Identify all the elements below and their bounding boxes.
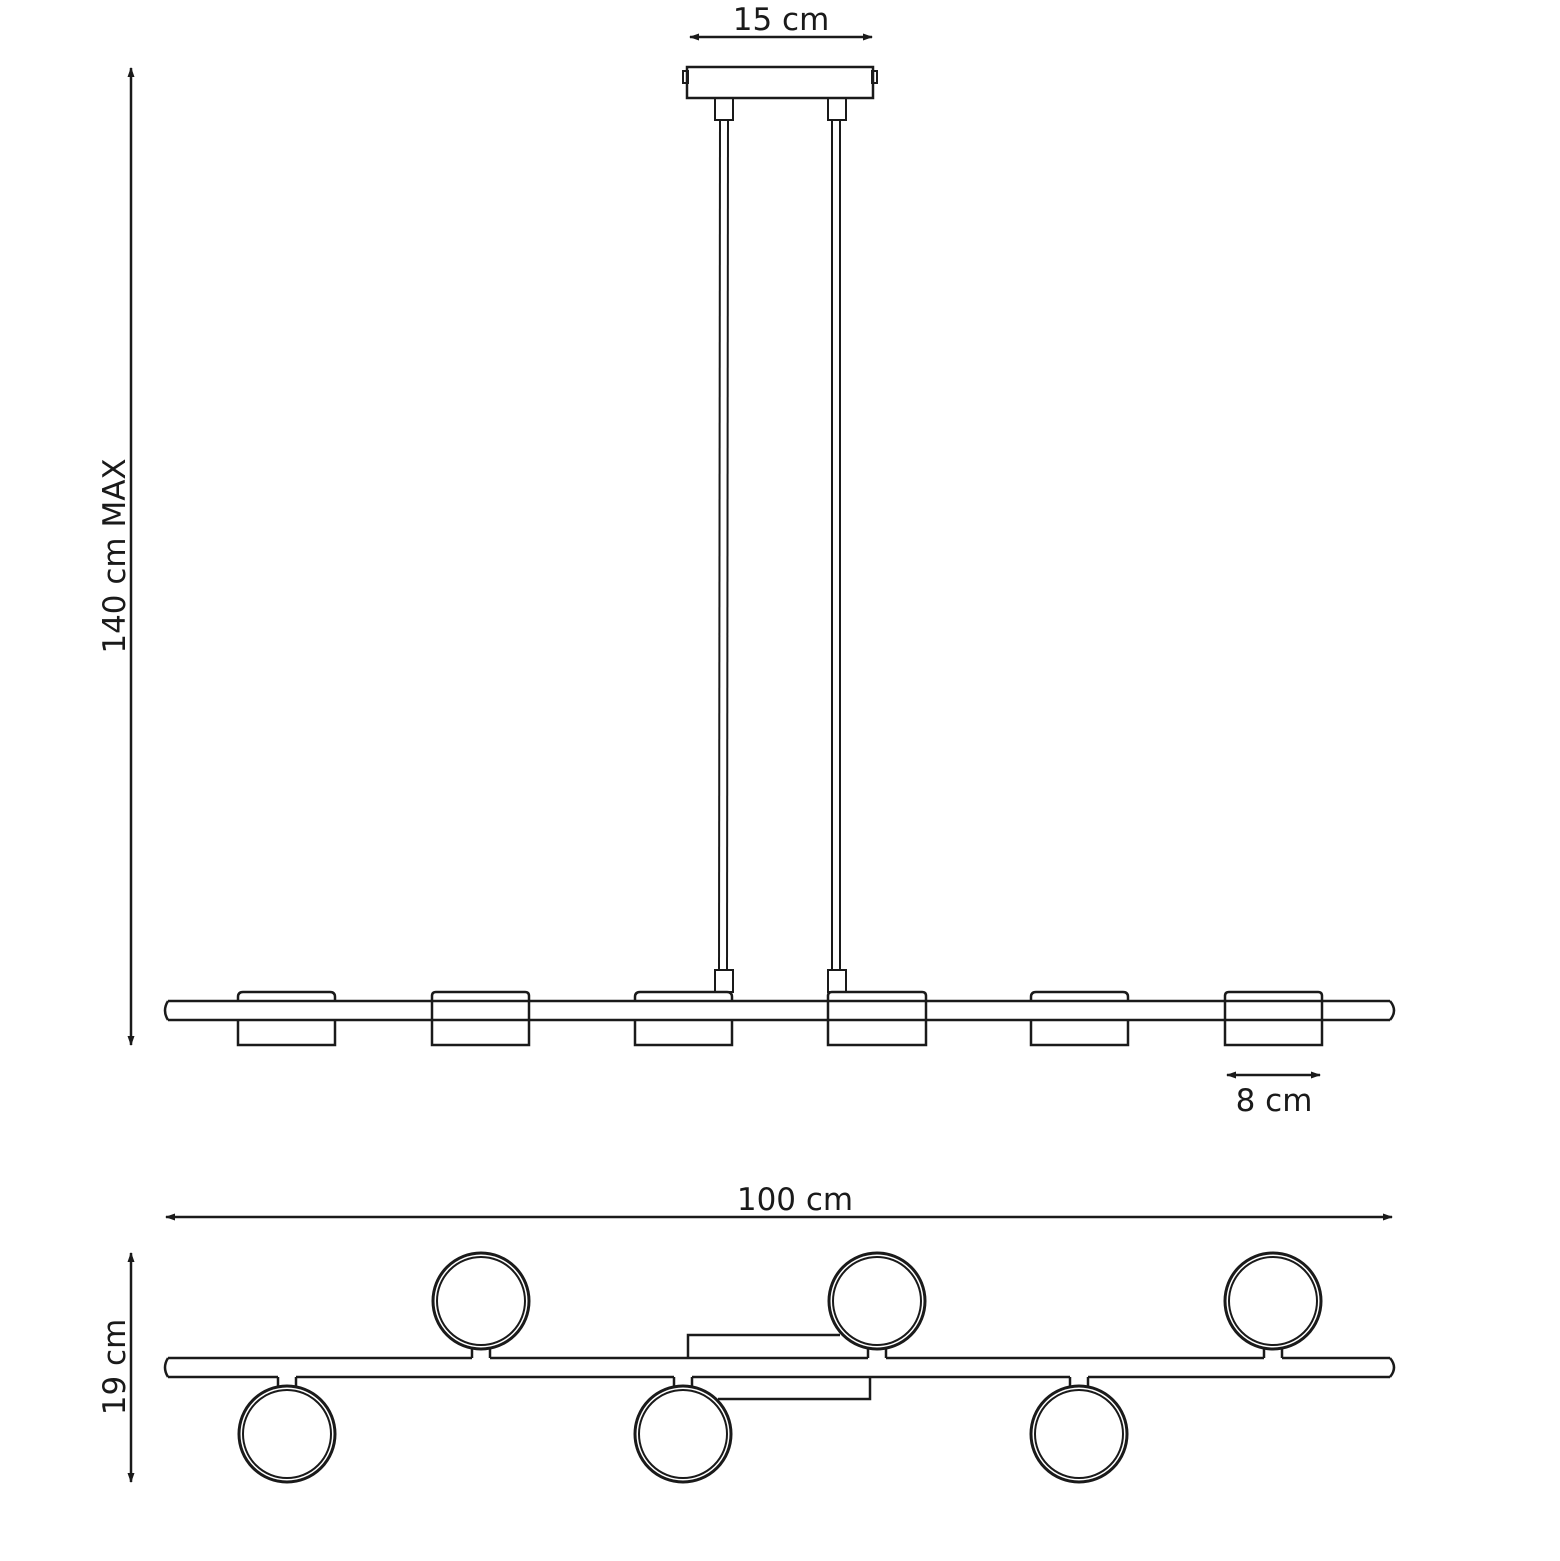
light-heads-front xyxy=(236,990,1324,1047)
depth-label: 19 cm xyxy=(97,1319,133,1416)
dimension-total-length: 100 cm xyxy=(165,1182,1393,1221)
canopy-width-label: 15 cm xyxy=(733,2,830,38)
total-length-label: 100 cm xyxy=(737,1182,853,1218)
light-head xyxy=(633,990,734,1047)
top-lamp-bar xyxy=(163,1356,1396,1379)
top-canopy-outline xyxy=(686,1333,840,1358)
light-head xyxy=(236,990,337,1047)
dimension-canopy-width: 15 cm xyxy=(689,2,873,41)
shade-width-label: 8 cm xyxy=(1236,1083,1313,1119)
light-head xyxy=(430,990,531,1047)
light-head xyxy=(826,990,928,1047)
top-lamps-lower xyxy=(237,1377,1129,1484)
top-lamps-upper xyxy=(431,1251,1323,1358)
dimension-depth: 19 cm xyxy=(97,1252,135,1483)
max-height-label: 140 cm MAX xyxy=(97,458,133,653)
lamp-globe xyxy=(1223,1251,1323,1358)
ceiling-canopy xyxy=(682,65,878,121)
lamp-globe xyxy=(633,1377,733,1484)
top-canopy-outline xyxy=(718,1377,872,1401)
lamp-globe xyxy=(827,1251,927,1358)
front-view xyxy=(163,65,1396,1047)
light-head xyxy=(1223,990,1324,1047)
dimension-max-height: 140 cm MAX xyxy=(97,67,135,1046)
suspension-cables xyxy=(714,119,847,993)
lamp-bar xyxy=(163,999,1396,1022)
lamp-globe xyxy=(237,1377,337,1484)
dimension-shade-width: 8 cm xyxy=(1226,1071,1321,1119)
top-view xyxy=(163,1251,1396,1484)
lamp-globe xyxy=(431,1251,531,1358)
light-head xyxy=(1029,990,1130,1047)
lamp-globe xyxy=(1029,1377,1129,1484)
